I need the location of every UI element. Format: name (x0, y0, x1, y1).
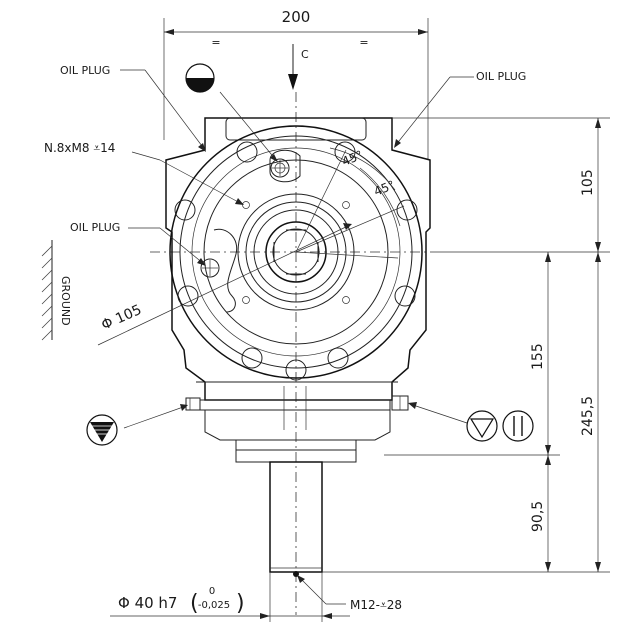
small-holes (242, 201, 350, 304)
right-fitting (391, 395, 471, 425)
drain-symbol-icon (466, 410, 498, 442)
oil-plug-label-side: OIL PLUG (70, 221, 120, 234)
width-label: 200 (282, 8, 311, 26)
front-flange (169, 125, 423, 379)
equal-mark-left: = (211, 36, 220, 49)
view-arrow: C (288, 44, 309, 90)
height-105-label: 105 (580, 169, 596, 196)
height-155-label: 155 (530, 343, 546, 370)
fill-symbol-icon (86, 414, 118, 446)
tol-bracket-right: ) (236, 591, 245, 616)
leader-holes-spec: N.8xM8 ⩡14 (44, 141, 244, 205)
vent-symbol-icon (502, 410, 534, 442)
oil-plug-top (270, 158, 290, 178)
bolt-circle-label: Φ 105 (99, 302, 144, 334)
height-dimensions: 105 155 245,5 90,5 (322, 117, 610, 573)
shaft-tol-lower: -0,025 (198, 600, 230, 611)
center-lines (150, 92, 430, 615)
equal-mark-right: = (359, 36, 368, 49)
left-fitting (123, 397, 201, 429)
view-arrow-label: C (301, 48, 309, 61)
ground-symbol: GROUND (41, 240, 72, 341)
oil-plug-side (200, 258, 220, 278)
flange-bolts (174, 141, 418, 381)
oil-level-icon (185, 63, 215, 93)
output-shaft (269, 461, 323, 622)
leader-drain-plug-top (219, 91, 278, 162)
oil-plug-label-top-left: OIL PLUG (60, 64, 110, 77)
leader-oil-plug-top-left: OIL PLUG (60, 64, 206, 152)
leader-oil-plug-side: OIL PLUG (70, 221, 206, 266)
shaft-diameter-dimension: Φ 40 h7 ( 0 -0,025 ) (110, 586, 350, 619)
holes-spec-label: N.8xM8 ⩡14 (44, 141, 115, 155)
shaft-tol-upper: 0 (209, 586, 215, 597)
angle-label-1: 45° (340, 148, 365, 169)
leader-oil-plug-right: OIL PLUG (394, 70, 526, 148)
angle-label-2: 45° (372, 178, 397, 199)
shaft-thread-callout: M12-⩡28 (297, 575, 402, 612)
width-dimension: 200 = = (163, 8, 429, 160)
ground-label: GROUND (59, 276, 72, 326)
bolt-circle-dimension: Φ 105 (97, 223, 352, 346)
height-245-label: 245,5 (580, 396, 596, 436)
tol-bracket-left: ( (190, 591, 199, 616)
shaft-thread-label: M12-⩡28 (350, 598, 402, 612)
oil-plug-label-right: OIL PLUG (476, 70, 526, 83)
height-90-label: 90,5 (530, 501, 546, 532)
shaft-diameter-label: Φ 40 h7 (118, 594, 177, 612)
